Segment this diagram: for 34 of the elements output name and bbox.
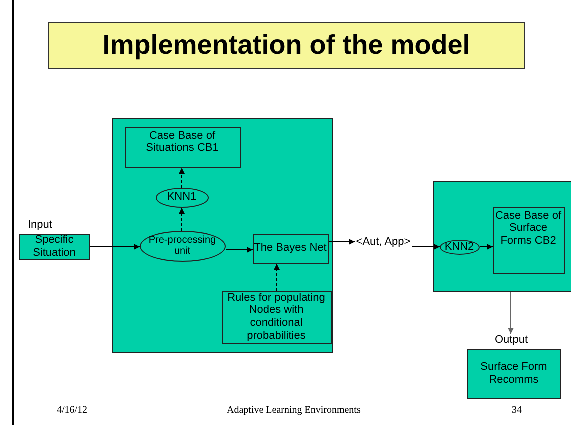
node-label: KNN2 <box>444 240 474 254</box>
group-panel <box>433 181 571 292</box>
process-box <box>124 126 240 168</box>
process-ellipse <box>156 188 208 208</box>
arrow <box>179 208 185 232</box>
node-label: Case Base of Surface Forms CB2 <box>494 210 563 248</box>
process-ellipse <box>440 240 480 254</box>
node-label: Surface Form Recomms <box>480 361 548 387</box>
node-label: Case Base of Situations CB1 <box>145 130 220 155</box>
node-label: Pre-processing unit <box>148 234 218 258</box>
group-panel <box>112 118 333 353</box>
node-label: Rules for populating Nodes with conditional probabilities <box>226 292 326 342</box>
arrow <box>226 247 254 253</box>
node-label: Specific Situation <box>32 234 77 260</box>
side-label: Output <box>495 334 528 346</box>
arrow <box>328 239 356 245</box>
output-box <box>467 349 561 399</box>
arrow <box>90 244 140 250</box>
side-label: Input <box>28 219 52 231</box>
arrow <box>508 292 514 334</box>
process-box <box>252 234 328 264</box>
footer-text: Adaptive Learning Environments <box>227 405 361 416</box>
slide-title: Implementation of the model <box>48 22 525 69</box>
process-box <box>492 206 564 274</box>
date-label: 4/16/12 <box>57 405 88 416</box>
arrow <box>480 244 494 250</box>
arrow <box>179 168 185 188</box>
node-label: KNN1 <box>167 191 197 204</box>
input-box <box>19 234 90 260</box>
arrow <box>412 244 440 250</box>
flow-label: <Aut, App> <box>356 236 411 248</box>
page-number: 34 <box>512 405 522 416</box>
arrow <box>274 264 280 292</box>
node-label: The Bayes Net <box>254 242 327 255</box>
